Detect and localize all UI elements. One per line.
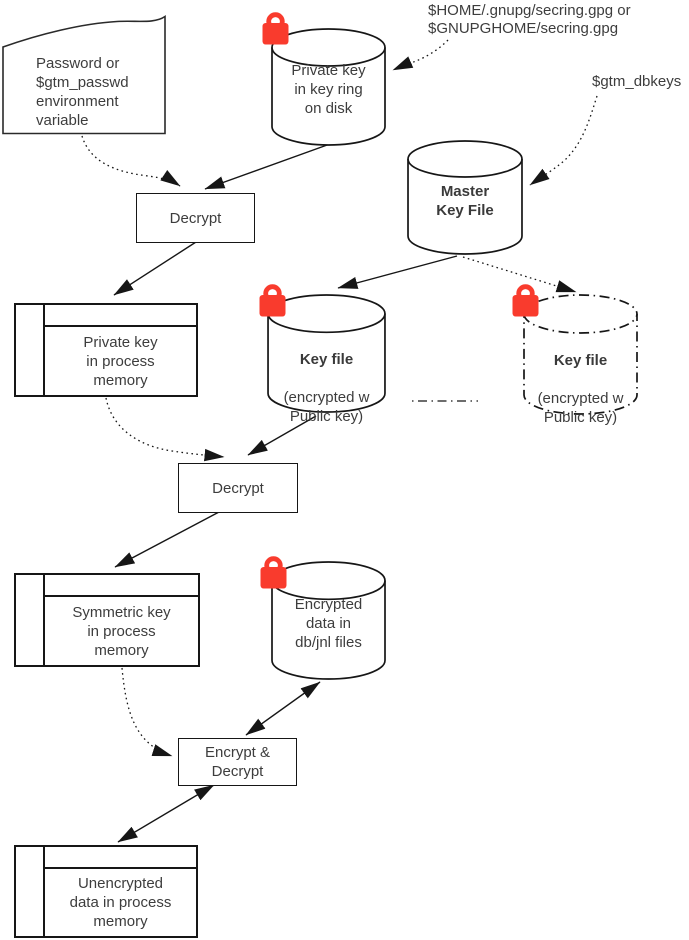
master-key-file-label: Master Key File bbox=[436, 183, 494, 219]
memory-left-column bbox=[16, 305, 45, 395]
private-key-ring-label: Private key in key ring on disk bbox=[291, 62, 366, 117]
memory-top-band bbox=[45, 305, 196, 327]
arrow-decrypt-to-privatekey-memory bbox=[113, 241, 197, 296]
cylinder-shape bbox=[407, 140, 523, 255]
private-key-memory-label: Private key in process memory bbox=[83, 333, 158, 389]
memory-top-band bbox=[45, 575, 198, 597]
key-file-dashed-subtitle: (encrypted w Public key) bbox=[537, 390, 624, 426]
symmetric-key-memory-label: Symmetric key in process memory bbox=[72, 603, 171, 659]
node-encrypted-data: Encrypted data in db/jnl files bbox=[260, 556, 386, 680]
cylinder-shape bbox=[271, 28, 386, 146]
lock-icon bbox=[512, 284, 539, 317]
lock-icon bbox=[260, 556, 287, 589]
arrow-masterkeyfile-to-keyfile bbox=[337, 255, 458, 289]
wavy-box-shape bbox=[2, 14, 166, 135]
arrow-symmetric-memory-to-encryptdecrypt bbox=[121, 667, 173, 757]
memory-left-column bbox=[16, 575, 45, 665]
decrypt-2-label: Decrypt bbox=[212, 479, 264, 497]
key-file-dashed-title: Key file bbox=[553, 352, 608, 369]
lock-icon bbox=[259, 284, 286, 317]
memory-left-column bbox=[16, 847, 45, 936]
key-file-title: Key file bbox=[299, 351, 354, 368]
node-decrypt-2: Decrypt bbox=[178, 463, 298, 513]
node-password: Password or $gtm_passwd environment vari… bbox=[2, 14, 166, 135]
arrow-dbkeys-to-masterkeyfile bbox=[529, 95, 598, 186]
cylinder-shape bbox=[267, 294, 386, 413]
decrypt-1-label: Decrypt bbox=[169, 209, 222, 227]
node-master-key-file: Master Key File bbox=[407, 140, 523, 255]
encrypt-decrypt-label: Encrypt & Decrypt bbox=[204, 744, 271, 780]
arrow-secring-to-keyring bbox=[392, 39, 449, 71]
cylinder-dashed-shape bbox=[523, 294, 638, 415]
password-label: Password or $gtm_passwd environment vari… bbox=[36, 55, 129, 129]
encrypted-data-label: Encrypted data in db/jnl files bbox=[294, 596, 363, 651]
arrow-privatekey-memory-to-decrypt2 bbox=[105, 397, 225, 462]
arrow-encryptdecrypt-to-encrypteddata bbox=[245, 681, 321, 736]
node-encrypt-decrypt: Encrypt & Decrypt bbox=[178, 738, 297, 786]
secring-path-label: $HOME/.gnupg/secring.gpg or $GNUPGHOME/s… bbox=[428, 2, 631, 37]
arrow-encryptdecrypt-to-unencrypted-memory bbox=[117, 784, 215, 843]
node-unencrypted-memory: Unencrypted data in process memory bbox=[14, 845, 198, 938]
arrow-keyfile-to-decrypt2 bbox=[247, 415, 317, 456]
node-private-key-ring: Private key in key ring on disk bbox=[262, 12, 386, 146]
node-private-key-memory: Private key in process memory bbox=[14, 303, 198, 397]
key-file-subtitle: (encrypted w Public key) bbox=[283, 389, 370, 425]
arrow-decrypt2-to-symmetric-memory bbox=[114, 511, 220, 568]
node-key-file: Key file (encrypted w Public key) bbox=[259, 284, 386, 425]
arrow-password-to-decrypt bbox=[81, 135, 181, 187]
node-symmetric-key-memory: Symmetric key in process memory bbox=[14, 573, 200, 667]
arrow-keyring-to-decrypt bbox=[204, 139, 342, 190]
lock-icon bbox=[262, 12, 289, 45]
memory-top-band bbox=[45, 847, 196, 869]
unencrypted-memory-label: Unencrypted data in process memory bbox=[69, 875, 172, 930]
cylinder-shape bbox=[271, 561, 386, 680]
gtm-dbkeys-label: $gtm_dbkeys bbox=[592, 73, 682, 90]
node-key-file-dashed: Key file (encrypted w Public key) bbox=[512, 284, 638, 426]
node-decrypt-1: Decrypt bbox=[136, 193, 255, 243]
